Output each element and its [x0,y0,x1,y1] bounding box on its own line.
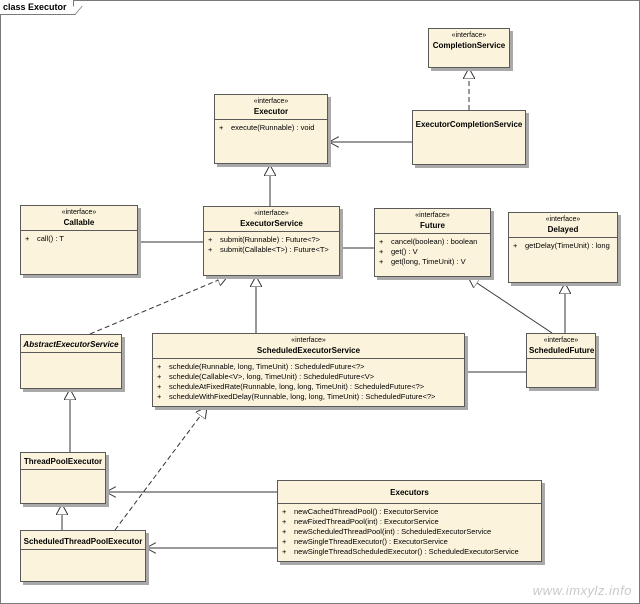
class-future[interactable]: «interface» Future +cancel(boolean) : bo… [374,208,491,277]
frame-title: class Executor [0,0,74,15]
stereotype-label: «interface» [254,210,289,217]
class-name: Executors [390,488,429,497]
operations-list: +newCachedThreadPool() : ExecutorService… [278,504,541,559]
class-scheduled-executor-service[interactable]: «interface» ScheduledExecutorService +sc… [152,333,465,407]
class-name: AbstractExecutorService [23,340,119,349]
class-executor-service[interactable]: «interface» ExecutorService +submit(Runn… [203,206,340,276]
watermark-text: www.imxylz.info [532,583,632,598]
operation: +submit(Callable<T>) : Future<T> [208,245,329,254]
operations-list: +execute(Runnable) : void [215,120,327,135]
operation: +submit(Runnable) : Future<?> [208,235,321,244]
stereotype-label: «interface» [253,98,289,105]
class-thread-pool-executor[interactable]: ThreadPoolExecutor [20,452,106,504]
edge-sf-extends-future [468,277,553,334]
operations-list: +call() : T [21,231,137,246]
edge-aes-realizes-executorservice [89,276,228,335]
operations-list: +schedule(Runnable, long, TimeUnit) : Sc… [153,359,464,404]
operation: +schedule(Runnable, long, TimeUnit) : Sc… [157,362,365,371]
class-name: ThreadPoolExecutor [23,457,103,466]
class-name: ScheduledThreadPoolExecutor [23,537,143,546]
class-name: CompletionService [432,41,506,50]
class-scheduled-future[interactable]: «interface» ScheduledFuture [526,333,596,388]
stereotype-label: «interface» [451,32,487,39]
class-callable[interactable]: «interface» Callable +call() : T [20,205,138,275]
operation: +scheduleAtFixedRate(Runnable, long, lon… [157,382,425,391]
operation: +execute(Runnable) : void [219,123,315,132]
class-name: ExecutorService [240,219,303,228]
class-executors[interactable]: Executors +newCachedThreadPool() : Execu… [277,480,542,562]
class-abstract-executor-service[interactable]: AbstractExecutorService [20,334,122,389]
class-scheduled-thread-pool-executor[interactable]: ScheduledThreadPoolExecutor [20,530,146,582]
operation: +schedule(Callable<V>, long, TimeUnit) :… [157,372,375,381]
stereotype-label: «interface» [61,209,97,216]
class-name: Executor [253,107,289,116]
operation: +get(long, TimeUnit) : V [379,257,466,266]
class-name: ScheduledExecutorService [256,346,361,355]
operation: +newSingleThreadExecutor() : ExecutorSer… [282,537,448,546]
operations-list: +getDelay(TimeUnit) : long [509,238,617,253]
operation: +newScheduledThreadPool(int) : Scheduled… [282,527,492,536]
operation: +call() : T [25,234,64,243]
class-name: Callable [63,218,95,227]
class-name: Future [420,221,445,230]
class-name: Delayed [547,225,579,234]
class-completion-service[interactable]: «interface» CompletionService [428,28,510,68]
operation: +getDelay(TimeUnit) : long [513,241,610,250]
stereotype-label: «interface» [415,212,450,219]
class-name: ExecutorCompletionService [415,120,523,129]
operation: +get() : V [379,247,418,256]
stereotype-label: «interface» [545,216,581,223]
operations-list: +submit(Runnable) : Future<?> +submit(Ca… [204,232,339,257]
operation: +cancel(boolean) : boolean [379,237,478,246]
operation: +newFixedThreadPool(int) : ExecutorServi… [282,517,439,526]
operation: +newSingleThreadScheduledExecutor() : Sc… [282,547,519,556]
class-name: ScheduledFuture [529,346,595,355]
class-delayed[interactable]: «interface» Delayed +getDelay(TimeUnit) … [508,212,618,283]
stereotype-label: «interface» [543,337,579,344]
stereotype-label: «interface» [291,337,326,344]
class-executor[interactable]: «interface» Executor +execute(Runnable) … [214,94,328,164]
operation: +scheduleWithFixedDelay(Runnable, long, … [157,392,436,401]
class-executor-completion-service[interactable]: ExecutorCompletionService [412,110,526,165]
operations-list: +cancel(boolean) : boolean +get() : V +g… [375,234,490,269]
edge-stpe-realizes-ses [114,407,207,531]
operation: +newCachedThreadPool() : ExecutorService [282,507,439,516]
